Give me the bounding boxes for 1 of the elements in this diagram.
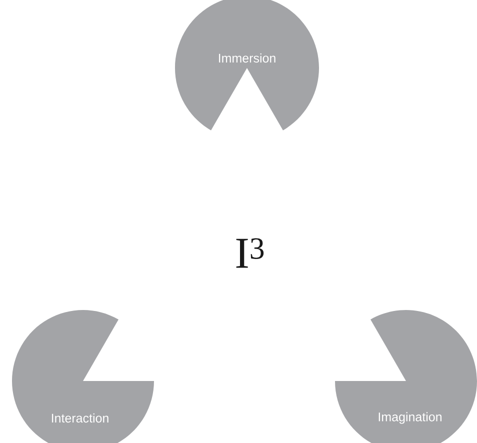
center-label: I$^{3}$ [236,238,264,268]
